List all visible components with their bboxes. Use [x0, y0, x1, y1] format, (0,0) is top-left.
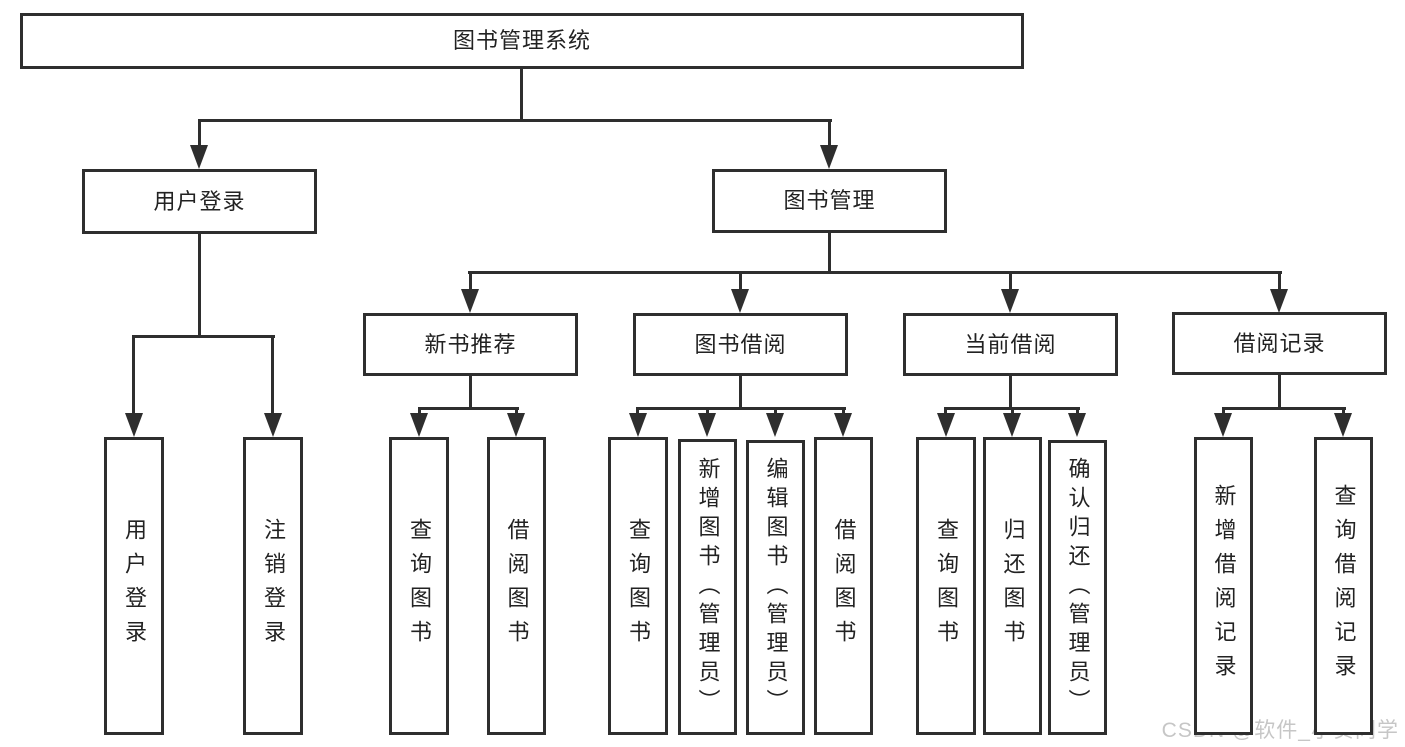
arrowhead-down-icon: [264, 413, 282, 437]
connector-line: [198, 234, 201, 338]
connector-line: [1222, 407, 1225, 416]
connector-line: [828, 233, 831, 274]
arrowhead-down-icon: [698, 413, 716, 437]
arrowhead-down-icon: [410, 413, 428, 437]
connector-line: [1009, 271, 1012, 293]
node-label: 注销登录: [261, 518, 286, 654]
node-query-books-recommend: 查询图书: [389, 437, 449, 735]
connector-line: [418, 407, 519, 410]
connector-line: [1278, 375, 1281, 410]
node-label: 借阅图书: [831, 518, 857, 654]
node-label: 查询图书: [626, 518, 651, 654]
node-query-borrowing-record: 查询借阅记录: [1314, 437, 1373, 735]
arrowhead-down-icon: [731, 289, 749, 313]
node-edit-books-admin: 编辑图书（管理员）: [746, 440, 805, 735]
connector-line: [515, 407, 518, 416]
node-current-borrowing: 当前借阅: [903, 313, 1118, 376]
arrowhead-down-icon: [766, 413, 784, 437]
node-new-book-recommend: 新书推荐: [363, 313, 578, 376]
node-label: 查询图书: [407, 518, 432, 654]
connector-line: [271, 335, 274, 417]
node-query-books-borrowing: 查询图书: [608, 437, 668, 735]
node-logout: 注销登录: [243, 437, 303, 735]
connector-line: [1278, 271, 1281, 293]
node-add-books-admin: 新增图书（管理员）: [678, 439, 737, 735]
connector-line: [706, 407, 709, 416]
arrowhead-down-icon: [507, 413, 525, 437]
node-label: 确认归还（管理员）: [1065, 457, 1091, 718]
arrowhead-down-icon: [1270, 289, 1288, 313]
connector-line: [828, 119, 831, 149]
arrowhead-down-icon: [1001, 289, 1019, 313]
connector-line: [520, 69, 523, 122]
node-label: 借阅图书: [504, 518, 530, 654]
node-confirm-return-admin: 确认归还（管理员）: [1048, 440, 1107, 735]
connector-line: [132, 335, 275, 338]
node-label: 新增图书（管理员）: [695, 456, 721, 718]
arrowhead-down-icon: [1334, 413, 1352, 437]
connector-line: [198, 119, 201, 149]
node-label: 归还图书: [1000, 518, 1026, 654]
connector-line: [636, 407, 639, 416]
arrowhead-down-icon: [937, 413, 955, 437]
node-add-borrowing-record: 新增借阅记录: [1194, 437, 1253, 735]
node-user-login-leaf: 用户登录: [104, 437, 164, 735]
connector-line: [469, 271, 472, 293]
arrowhead-down-icon: [1214, 413, 1232, 437]
node-label: 查询借阅记录: [1331, 484, 1357, 688]
node-label: 用户登录: [153, 188, 246, 214]
arrowhead-down-icon: [125, 413, 143, 437]
node-label: 编辑图书（管理员）: [763, 457, 789, 718]
arrowhead-down-icon: [820, 145, 838, 169]
connector-line: [774, 407, 777, 416]
node-borrowing-records: 借阅记录: [1172, 312, 1387, 375]
connector-line: [1076, 407, 1079, 416]
node-book-borrowing: 图书借阅: [633, 313, 848, 376]
connector-line: [132, 335, 135, 417]
node-label: 图书管理: [783, 188, 876, 213]
connector-line: [469, 376, 472, 410]
node-label: 图书管理系统: [452, 28, 591, 53]
node-label: 用户登录: [122, 518, 147, 654]
connector-line: [1009, 376, 1012, 410]
connector-line: [1011, 407, 1014, 416]
connector-line: [418, 407, 421, 416]
arrowhead-down-icon: [629, 413, 647, 437]
connector-line: [739, 376, 742, 410]
connector-line: [739, 271, 742, 293]
arrowhead-down-icon: [834, 413, 852, 437]
node-label: 当前借阅: [964, 331, 1057, 357]
connector-line: [198, 119, 832, 122]
node-label: 借阅记录: [1233, 330, 1326, 356]
node-borrow-books-borrowing: 借阅图书: [814, 437, 873, 735]
node-label: 查询图书: [934, 518, 959, 654]
node-library-management-system: 图书管理系统: [20, 13, 1024, 69]
connector-line: [944, 407, 947, 416]
arrowhead-down-icon: [461, 289, 479, 313]
node-book-management: 图书管理: [712, 169, 947, 233]
connector-line: [468, 271, 1282, 274]
connector-line: [636, 407, 846, 410]
arrowhead-down-icon: [190, 145, 208, 169]
node-return-books: 归还图书: [983, 437, 1042, 735]
arrowhead-down-icon: [1003, 413, 1021, 437]
node-borrow-books-recommend: 借阅图书: [487, 437, 546, 735]
connector-line: [1342, 407, 1345, 416]
connector-line: [842, 407, 845, 416]
node-label: 新书推荐: [424, 331, 517, 357]
node-query-books-current: 查询图书: [916, 437, 976, 735]
connector-line: [1222, 407, 1346, 410]
node-label: 新增借阅记录: [1211, 484, 1237, 688]
arrowhead-down-icon: [1068, 413, 1086, 437]
node-user-login: 用户登录: [82, 169, 317, 234]
node-label: 图书借阅: [694, 331, 787, 357]
